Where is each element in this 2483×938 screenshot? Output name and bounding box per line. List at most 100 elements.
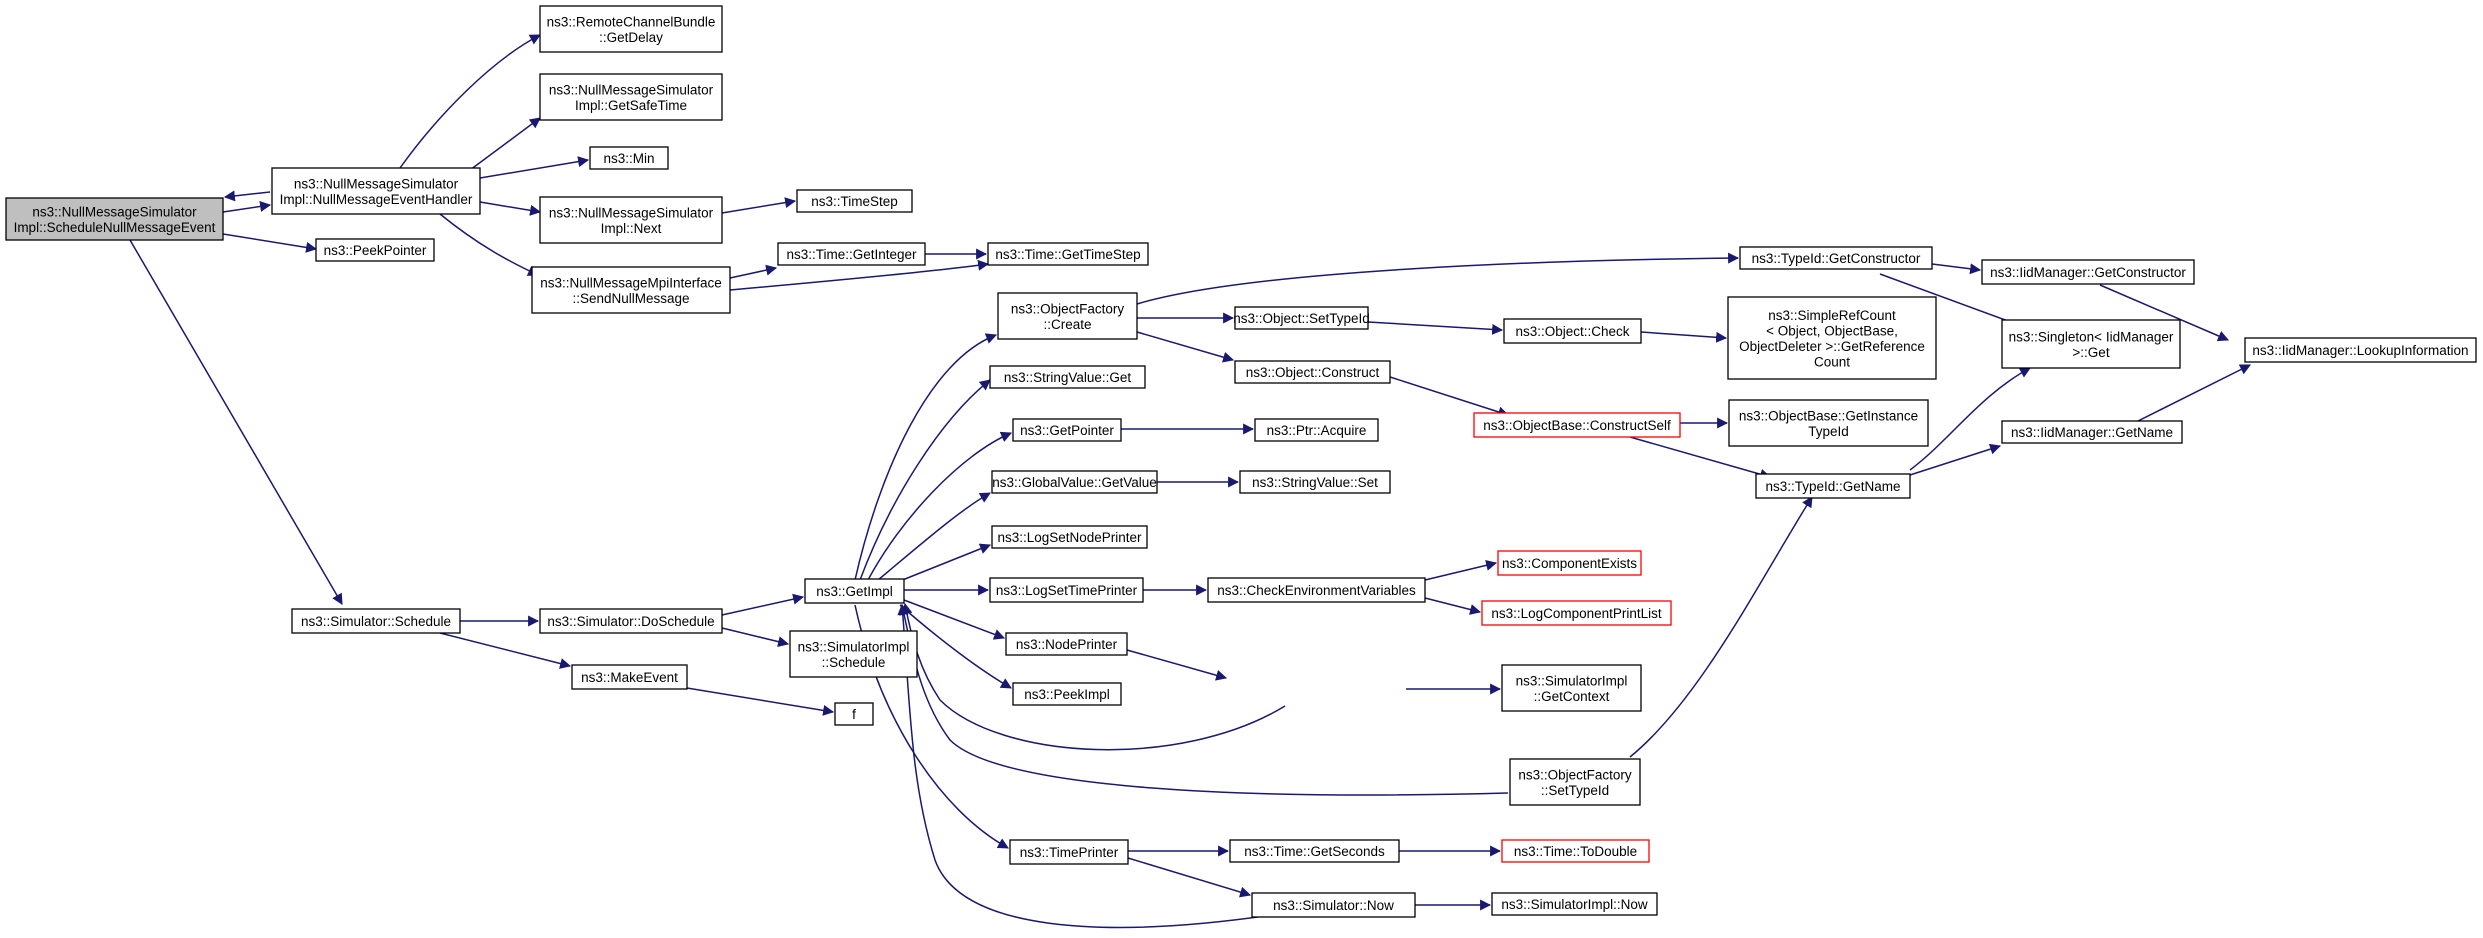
node-label-line: ns3::Simulator::Schedule <box>301 614 451 629</box>
node-lognode[interactable]: ns3::LogSetNodePrinter <box>991 525 1148 549</box>
node-rcb[interactable]: ns3::RemoteChannelBundle::GetDelay <box>539 5 723 53</box>
node-neh[interactable]: ns3::NullMessageSimulatorImpl::NullMessa… <box>271 167 481 215</box>
edge-getimpl-to-ofcreate <box>854 333 998 581</box>
node-getptr[interactable]: ns3::GetPointer <box>1012 418 1122 442</box>
node-simimplnow[interactable]: ns3::SimulatorImpl::Now <box>1491 892 1658 916</box>
node-lookup[interactable]: ns3::IidManager::LookupInformation <box>2244 337 2477 363</box>
edge-construct-to-constructself <box>1389 376 1510 418</box>
node-label-line: ns3::NullMessageSimulator <box>549 82 714 97</box>
node-strset[interactable]: ns3::StringValue::Set <box>1239 470 1391 494</box>
node-todouble[interactable]: ns3::Time::ToDouble <box>1501 839 1650 863</box>
node-box <box>571 664 688 690</box>
edge-checkenv-to-logcomplist <box>1424 597 1482 615</box>
node-getint[interactable]: ns3::Time::GetInteger <box>777 242 926 266</box>
node-ofsettypeid[interactable]: ns3::ObjectFactory::SetTypeId <box>1509 758 1641 806</box>
node-logcomplist[interactable]: ns3::LogComponentPrintList <box>1481 600 1672 626</box>
node-gvgetval[interactable]: ns3::GlobalValue::GetValue <box>991 470 1158 494</box>
node-peekptr[interactable]: ns3::PeekPointer <box>315 238 435 262</box>
node-label-line: ns3::Time::GetTimeStep <box>995 247 1140 262</box>
edge-iidgetctor-to-lookup <box>2099 284 2230 342</box>
node-logtime[interactable]: ns3::LogSetTimePrinter <box>989 577 1144 603</box>
edge-nodeprinter-to-simgetcontext <box>1126 649 1228 681</box>
node-label-line: ns3::Object::Check <box>1515 324 1629 339</box>
node-construct[interactable]: ns3::Object::Construct <box>1234 360 1391 384</box>
node-singleton[interactable]: ns3::Singleton< IidManager>::Get <box>2001 319 2181 369</box>
node-tidgetctor[interactable]: ns3::TypeId::GetConstructor <box>1739 246 1933 270</box>
edge-getimpl-to-strget <box>859 379 991 581</box>
node-min[interactable]: ns3::Min <box>589 146 669 170</box>
edge-doschedule-to-simimplschedule <box>721 627 790 648</box>
edge-ofcreate-to-construct <box>1136 331 1235 363</box>
node-box <box>1981 259 2195 285</box>
node-box <box>5 197 224 241</box>
node-simimplctx[interactable]: ns3::SimulatorImpl::GetContext <box>1501 664 1642 712</box>
node-box <box>1739 246 1933 270</box>
node-label-line: Count <box>1814 354 1850 369</box>
node-label-line: ns3::ObjectBase::ConstructSelf <box>1483 418 1671 433</box>
node-timestep[interactable]: ns3::TimeStep <box>796 189 913 213</box>
node-label-line: ns3::StringValue::Set <box>1252 475 1378 490</box>
node-label-line: ns3::Simulator::DoSchedule <box>547 614 714 629</box>
node-strget[interactable]: ns3::StringValue::Get <box>989 365 1146 389</box>
node-timeprinter[interactable]: ns3::TimePrinter <box>1009 839 1129 865</box>
node-dosched[interactable]: ns3::Simulator::DoSchedule <box>539 608 723 634</box>
node-label-line: ::GetDelay <box>599 30 663 45</box>
node-box <box>1755 473 1911 499</box>
node-box <box>989 577 1144 603</box>
node-settypeid[interactable]: ns3::Object::SetTypeId <box>1233 306 1370 330</box>
node-label-line: ns3::Time::GetInteger <box>786 247 917 262</box>
node-constructself[interactable]: ns3::ObjectBase::ConstructSelf <box>1473 412 1681 438</box>
node-box <box>1012 682 1122 706</box>
node-gettimestep[interactable]: ns3::Time::GetTimeStep <box>987 242 1149 266</box>
node-box <box>1491 892 1658 916</box>
node-objcheck[interactable]: ns3::Object::Check <box>1503 318 1642 344</box>
node-acquire[interactable]: ns3::Ptr::Acquire <box>1254 418 1379 442</box>
node-label-line: ns3::Object::Construct <box>1246 365 1380 380</box>
node-label-line: ns3::IidManager::GetConstructor <box>1990 265 2186 280</box>
node-checkenv[interactable]: ns3::CheckEnvironmentVariables <box>1207 577 1426 603</box>
edge-getimpl-to-getptr <box>867 431 1013 581</box>
node-label-line: Impl::ScheduleNullMessageEvent <box>14 220 216 235</box>
node-label-line: ObjectDeleter >::GetReference <box>1739 339 1925 354</box>
node-safetime[interactable]: ns3::NullMessageSimulatorImpl::GetSafeTi… <box>539 73 723 121</box>
node-label-line: ns3::CheckEnvironmentVariables <box>1217 583 1416 598</box>
node-label-line: ns3::GetImpl <box>816 584 893 599</box>
node-tidgetname[interactable]: ns3::TypeId::GetName <box>1755 473 1911 499</box>
edge-simnow-to-getimpl <box>897 603 1273 929</box>
node-label-line: ns3::TypeId::GetConstructor <box>1752 251 1921 266</box>
node-f[interactable]: f <box>834 702 874 726</box>
node-timegetsec[interactable]: ns3::Time::GetSeconds <box>1229 839 1400 863</box>
node-simplerefcount[interactable]: ns3::SimpleRefCount< Object, ObjectBase,… <box>1727 296 1937 380</box>
edge-tidgetname-to-iidgetname <box>1909 443 2002 476</box>
node-compexists[interactable]: ns3::ComponentExists <box>1497 550 1642 576</box>
node-box <box>291 608 461 634</box>
node-getimpl[interactable]: ns3::GetImpl <box>804 578 905 604</box>
node-root[interactable]: ns3::NullMessageSimulatorImpl::ScheduleN… <box>5 197 224 241</box>
edge-getimpl-to-lognode <box>899 543 992 582</box>
node-label-line: ns3::GlobalValue::GetValue <box>992 475 1157 490</box>
node-label-line: ns3::RemoteChannelBundle <box>547 14 716 29</box>
edge-getimpl-to-peekimpl <box>899 604 1012 689</box>
node-makeevent[interactable]: ns3::MakeEvent <box>571 664 688 690</box>
node-label-line: ns3::ObjectBase::GetInstance <box>1739 408 1918 423</box>
node-peekimpl[interactable]: ns3::PeekImpl <box>1012 682 1122 706</box>
node-ofcreate[interactable]: ns3::ObjectFactory::Create <box>997 292 1138 340</box>
node-iidgetctor[interactable]: ns3::IidManager::GetConstructor <box>1981 259 2195 285</box>
node-iidgetname[interactable]: ns3::IidManager::GetName <box>2001 420 2183 444</box>
node-simimplsched[interactable]: ns3::SimulatorImpl::Schedule <box>789 630 918 678</box>
node-nodeprinter[interactable]: ns3::NodePrinter <box>1005 632 1128 656</box>
node-sched[interactable]: ns3::Simulator::Schedule <box>291 608 461 634</box>
edge-neh-to-getdelay <box>399 34 541 169</box>
node-box <box>1234 306 1369 330</box>
node-box <box>1473 412 1681 438</box>
node-label-line: ns3::IidManager::LookupInformation <box>2252 343 2468 358</box>
node-box <box>1229 839 1400 863</box>
node-label-line: ns3::LogComponentPrintList <box>1491 606 1662 621</box>
node-sendnull[interactable]: ns3::NullMessageMpiInterface::SendNullMe… <box>531 266 731 314</box>
node-label-line: TypeId <box>1808 424 1849 439</box>
node-label-line: ns3::Min <box>603 151 654 166</box>
node-simnow[interactable]: ns3::Simulator::Now <box>1251 892 1416 918</box>
